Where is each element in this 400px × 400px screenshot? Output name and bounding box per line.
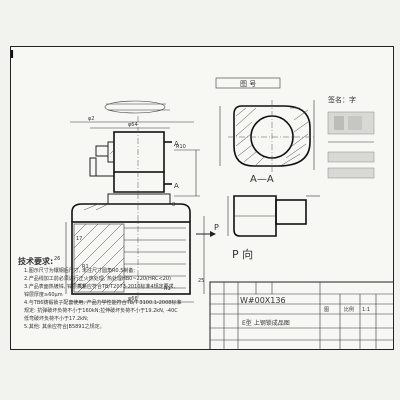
section-label: A—A [250,174,274,185]
svg-text:R1: R1 [164,286,171,292]
section-a-view: A—A [219,100,316,185]
drawing-number-label: 图 号 [240,80,256,88]
section-a-hatch [235,107,309,166]
drawing-sheet: 图 号 [10,46,395,351]
signature-area: 签名：字 [327,95,375,179]
signature-text: 签名：字 [328,95,356,104]
technical-requirements: 技术要求: 1.图示尺寸为镶钢后尺寸, 未注尺寸圆角R0.5制备; 2.产品线加… [18,256,181,330]
svg-text:φ66: φ66 [128,296,138,302]
tech-req-item: 4.与TB6铸锻锁子配套使用, 产品力学性能符合TB/T 3100.1-2008… [24,299,181,306]
part-name: E型 上钢锁成品图 [242,319,290,327]
svg-text:26: 26 [54,256,60,262]
tech-req-item: 1.图示尺寸为镶钢后尺寸, 未注尺寸圆角R0.5制备; [24,267,135,274]
front-view: φ2 φ64 R10 8 17 26 R1 R3 R1 25 φ66 A A P [54,100,219,303]
tech-req-item: 低弯破坏负荷不小于17.2kN; [24,315,89,322]
tech-req-item: 3.产品表面热镀锌, 锌层质量应符合TB/T2073-2010标准4规定要求, [24,283,176,290]
svg-text:17: 17 [76,236,82,242]
p-direction-view: P 向 [227,195,320,261]
svg-text:φ2: φ2 [88,116,94,122]
tech-req-title: 技术要求: [18,256,53,266]
view-arrow-label: P [214,223,219,232]
title-cell-sheet: 图 [324,307,329,313]
drawing-number-box: 图 号 [215,77,281,89]
title-cell-scale-value: 1:1 [362,307,370,313]
svg-text:R10: R10 [176,144,186,150]
direction-label: P 向 [232,247,253,261]
section-mark-top: A [174,140,179,148]
svg-text:25: 25 [198,278,204,284]
corner-mark: I [10,48,15,61]
svg-text:8: 8 [172,202,175,208]
section-mark-bottom: A [174,182,179,190]
section-hatch [73,149,125,293]
title-block: W#00X136 E型 上钢锁成品图 图 比例 1:1 [209,281,395,351]
title-cell-scale-label: 比例 [344,306,354,313]
tech-req-item: 2.产品线加工前必须进行正火热处理, 热处理HB0~220(HRC<20) [24,275,171,282]
svg-text:φ64: φ64 [128,122,138,128]
tech-req-item: 锌层厚度≥60μm [24,291,63,298]
technical-drawing: 图 号 [10,46,395,351]
svg-text:R1: R1 [82,264,89,270]
svg-text:R3: R3 [78,284,85,290]
tech-req-item: 5.其他: 其余应符合JB5891之规定。 [24,323,105,330]
tech-req-item: 规定: 抗弹破坏负荷不小于160kN;拉伸破坏负荷不小于19.2kN, -40C [24,307,178,314]
drawing-mark: W#00X136 [240,296,286,305]
